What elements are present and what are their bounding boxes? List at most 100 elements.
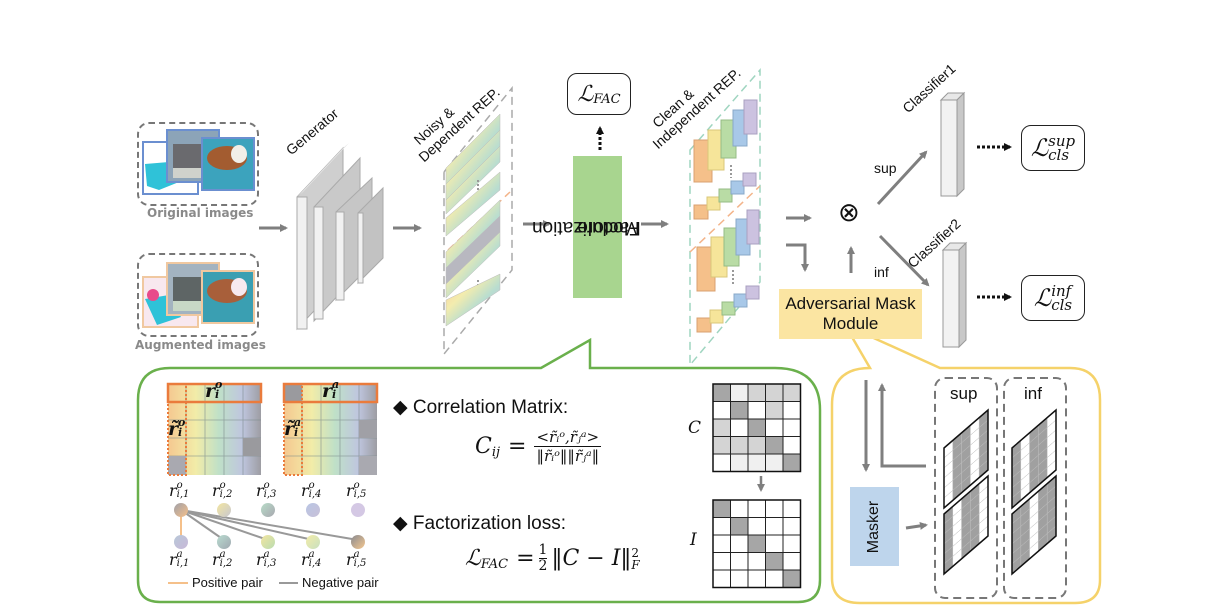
clean-independent-representation (689, 68, 761, 368)
matrix-C-cell (782, 453, 801, 472)
matrix-I-cell (712, 569, 731, 588)
loss-equals: = (516, 546, 535, 571)
correlation-lhs: C (475, 434, 492, 459)
sup-mask-label: sup (950, 384, 978, 403)
matrix-C-border (712, 383, 802, 473)
matrix-I-cell (782, 552, 801, 571)
classifier2-block (941, 241, 968, 349)
original-images-group (137, 122, 259, 206)
node-label-augmented-sub: i,4 (308, 558, 322, 569)
matrix-I-cell (782, 534, 801, 553)
node-augmented (217, 535, 231, 549)
node-label-augmented-base: r (346, 550, 354, 569)
matrix-original (166, 382, 263, 476)
matrix-a-col-sub: i (294, 426, 299, 439)
matrix-I-cell (712, 534, 731, 553)
correlation-denominator: ‖r̃ᵢᵒ‖‖r̃ⱼᵃ‖ (536, 447, 600, 465)
matrix-o-row-sup: o (215, 378, 223, 391)
loss-inf-superscript: inf (1051, 282, 1072, 300)
loss-sup-symbol: ℒ (1030, 134, 1049, 162)
matrix-o-row-sub: i (215, 388, 220, 401)
inf-mask-label: inf (1024, 384, 1042, 403)
loss-fac-symbol: ℒ (577, 81, 594, 107)
node-original (217, 503, 231, 517)
matrix-o-col-base: r̃ (168, 418, 179, 440)
node-original (261, 503, 275, 517)
masker-block[interactable]: Masker (850, 487, 899, 566)
loss-rhs-sub: F (631, 557, 640, 572)
node-label-augmented-base: r (169, 550, 177, 569)
node-label-augmented-sub: i,5 (353, 558, 367, 569)
node-label-original-base: r (346, 481, 354, 500)
correlation-title: ◆ Correlation Matrix: (393, 397, 569, 418)
matrix-I-border (712, 499, 802, 589)
matrix-C-cell (765, 401, 784, 420)
loss-sup-superscript: sup (1048, 132, 1076, 150)
node-original (306, 503, 320, 517)
loss-rhs: ‖C − I‖ (551, 546, 632, 571)
matrix-o-col-sup: o (178, 416, 186, 429)
matrix-I-cell (730, 517, 749, 536)
legend-negative-label: Negative pair (302, 575, 379, 590)
matrix-a-row-base: r (322, 380, 333, 402)
matrix-C-cell (730, 401, 749, 420)
node-label-original-sub: i,3 (263, 489, 277, 500)
matrix-I-cell (730, 534, 749, 553)
sup-mask-grids (943, 408, 989, 576)
matrix-I-cell (765, 569, 784, 588)
classifier1-block (939, 91, 966, 198)
node-original (351, 503, 365, 517)
inf-mask-grids (1011, 408, 1057, 576)
matrix-I-cell (747, 552, 766, 571)
matrix-I (712, 499, 802, 589)
matrix-I-cell (730, 552, 749, 571)
matrix-C-cell (782, 418, 801, 437)
arrow-masks-feedback (878, 383, 926, 468)
negative-pair-line (180, 509, 269, 541)
loss-fac-subscript: FAC (593, 91, 621, 107)
arrow-inf-branch (878, 234, 930, 287)
matrix-C-cell (765, 436, 784, 455)
multiply-operator: ⊗ (838, 198, 860, 228)
matrix-o-col-sub: i (178, 426, 183, 439)
node-augmented (306, 535, 320, 549)
node-label-original-sub: i,1 (176, 489, 190, 500)
matrix-a-row-sup: a (332, 378, 340, 391)
matrix-C-cell (782, 383, 801, 402)
node-label-original-sup: o (219, 480, 226, 491)
matrix-C-label: C (688, 418, 702, 438)
matrix-I-label: I (690, 530, 697, 550)
matrix-C-cell (747, 383, 766, 402)
matrix-C-cell (730, 418, 749, 437)
matrix-augmented (282, 382, 379, 476)
correlation-numerator: <r̃ᵢᵒ,r̃ⱼᵃ> (534, 428, 602, 447)
matrix-C-cell (747, 401, 766, 420)
matrix-I-cell (712, 552, 731, 571)
matrix-I-cell (765, 499, 784, 518)
mask-inf-outline (1011, 474, 1057, 576)
loss-inf-subscript: cls (1051, 296, 1073, 314)
matrix-C-cell (765, 418, 784, 437)
matrix-C-cell (765, 453, 784, 472)
node-label-original-sup: o (263, 480, 270, 491)
matrix-C-cell (747, 436, 766, 455)
loss-sup-box: ℒ sup cls (1021, 125, 1085, 171)
loss-sup-subscript: cls (1048, 146, 1070, 164)
node-label-augmented-sub: i,1 (176, 558, 190, 569)
negative-pair-line (180, 509, 359, 541)
matrix-I-cell (782, 499, 801, 518)
sup-mask-group (934, 377, 998, 599)
